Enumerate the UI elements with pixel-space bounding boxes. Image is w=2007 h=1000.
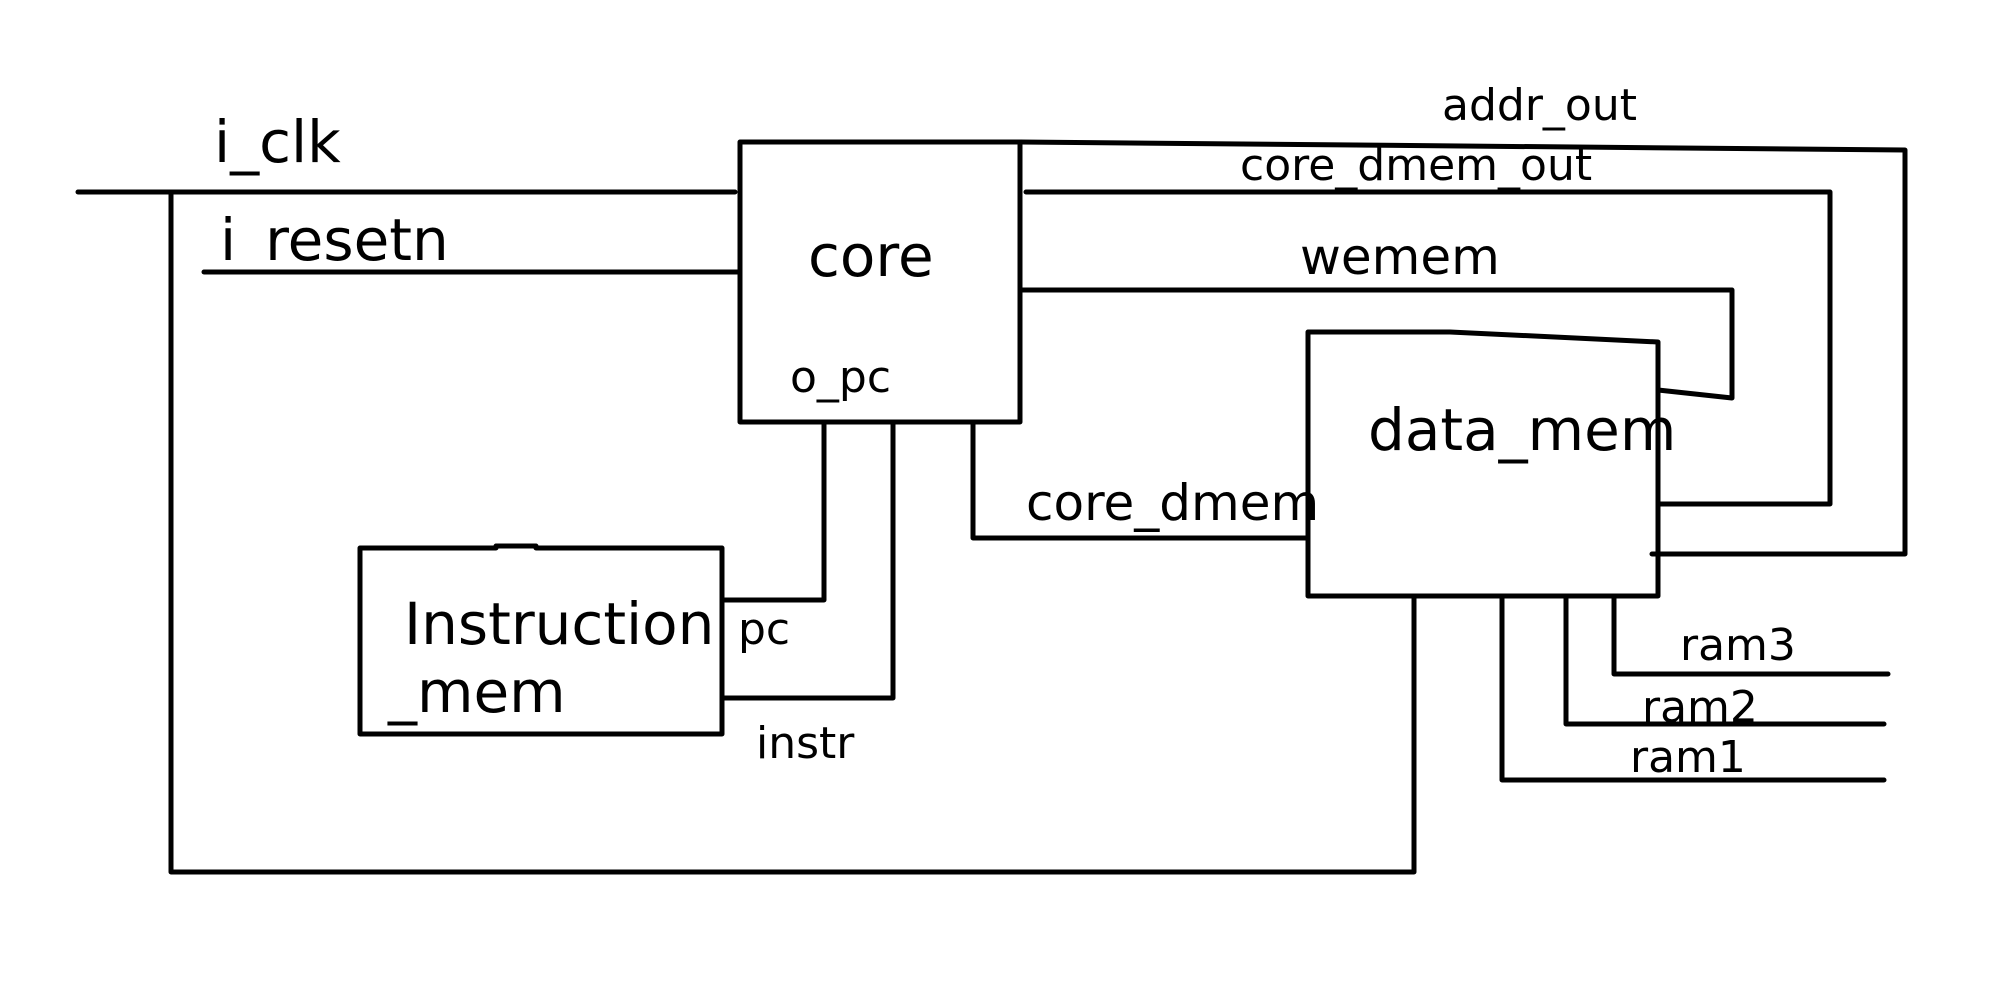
data-mem-label: data_mem — [1368, 396, 1676, 464]
ram2-wire — [1563, 593, 1887, 727]
ram2-label: ram2 — [1642, 682, 1758, 733]
instr-label: instr — [756, 718, 855, 769]
instruction-mem-block — [357, 543, 725, 737]
core-dmem-label: core_dmem — [1026, 474, 1319, 532]
i-clk-label: i_clk — [214, 108, 341, 176]
wemem-wire — [1017, 287, 1735, 401]
ram3-label: ram3 — [1680, 620, 1796, 671]
pc-wire — [719, 419, 827, 603]
addr-out-wire — [1017, 139, 1908, 557]
ram3-wire — [1611, 593, 1891, 677]
core-label: core — [808, 222, 934, 290]
clk-to-data-mem-wire — [168, 189, 1417, 875]
core-dmem-out-wire — [1023, 189, 1833, 507]
wemem-label: wemem — [1300, 228, 1500, 286]
instruction-mem-label-line1: Instruction — [404, 590, 714, 658]
ram1-label: ram1 — [1630, 732, 1746, 783]
core-dmem-out-label: core_dmem_out — [1240, 140, 1592, 191]
core-dmem-wire — [970, 419, 1311, 541]
addr-out-label: addr_out — [1442, 80, 1637, 131]
data-mem-block — [1305, 329, 1661, 599]
o-pc-label: o_pc — [790, 352, 891, 403]
core-block — [737, 139, 1023, 425]
ram1-wire — [1499, 593, 1887, 783]
pc-label: pc — [738, 604, 790, 655]
i-resetn-label: i_resetn — [220, 206, 449, 274]
instruction-mem-label-line2: _mem — [387, 658, 566, 726]
instr-wire — [719, 419, 896, 701]
